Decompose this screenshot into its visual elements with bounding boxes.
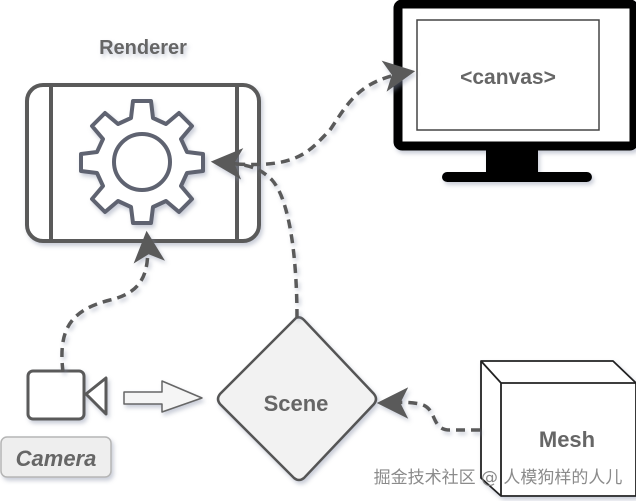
- camera-label-box: [0, 436, 112, 478]
- video-camera-icon: [26, 369, 108, 421]
- scene-node[interactable]: Scene: [216, 316, 378, 482]
- canvas-node[interactable]: <canvas>: [393, 0, 636, 182]
- edge-mesh-scene: [376, 387, 480, 432]
- renderer-node[interactable]: Renderer: [25, 37, 261, 243]
- mesh-node[interactable]: Mesh: [480, 360, 636, 497]
- renderer-label: Renderer: [99, 37, 187, 59]
- edge-camera-renderer: [60, 230, 165, 373]
- monitor-icon: [393, 0, 636, 182]
- canvas-label: <canvas>: [460, 66, 556, 89]
- watermark: 掘金技术社区 @ 人模狗样的人儿: [374, 468, 623, 488]
- gear-icon: [79, 99, 205, 225]
- edge-renderer-canvas: [235, 60, 416, 167]
- camera-to-scene-arrow: [123, 380, 203, 413]
- camera-label: Camera: [16, 446, 97, 471]
- scene-label: Scene: [264, 391, 329, 416]
- mesh-label: Mesh: [539, 427, 595, 452]
- camera-node[interactable]: Camera: [0, 369, 112, 478]
- cube-icon: [480, 360, 636, 497]
